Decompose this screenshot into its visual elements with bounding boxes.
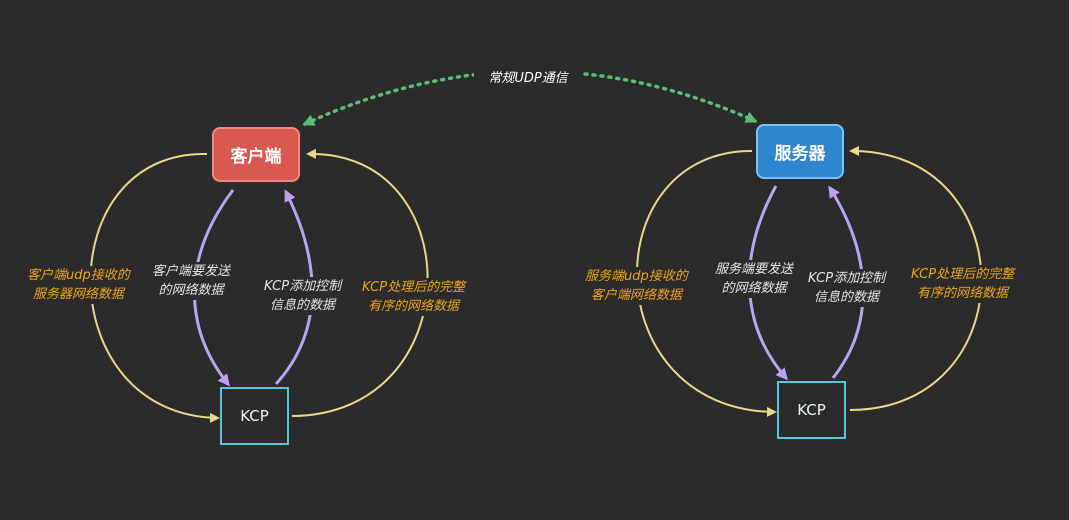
server-inner-right-label: KCP添加控制 信息的数据 — [806, 269, 888, 307]
server-kcp-node: KCP — [777, 381, 846, 439]
udp-link-label: 常规UDP通信 — [474, 67, 582, 86]
server-outer-left-label: 服务端udp接收的 客户端网络数据 — [583, 267, 690, 305]
client-inner-left-label: 客户端要发送 的网络数据 — [150, 262, 233, 300]
server-inner-left-label: 服务端要发送 的网络数据 — [713, 260, 796, 298]
server-node: 服务器 — [756, 124, 844, 179]
client-node: 客户端 — [212, 127, 300, 182]
server-outer-right-label: KCP处理后的完整 有序的网络数据 — [909, 265, 1017, 303]
client-kcp-node: KCP — [220, 387, 289, 445]
client-inner-right-label: KCP添加控制 信息的数据 — [262, 277, 344, 315]
client-outer-left-label: 客户端udp接收的 服务器网络数据 — [25, 266, 132, 304]
client-outer-right-label: KCP处理后的完整 有序的网络数据 — [360, 278, 468, 316]
